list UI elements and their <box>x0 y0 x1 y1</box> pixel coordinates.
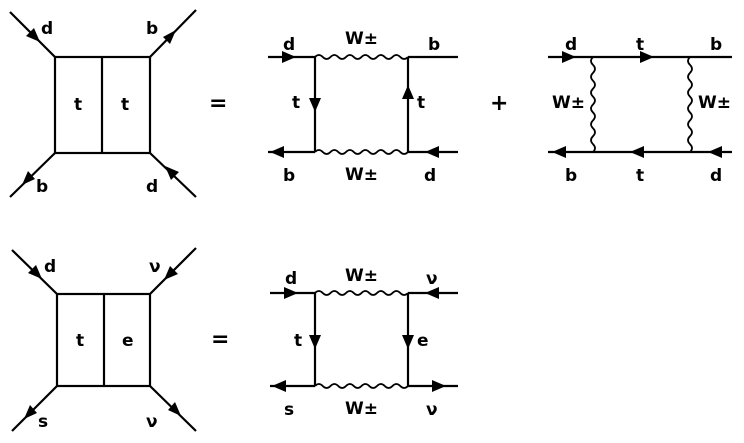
label-top-mid: t <box>636 35 644 55</box>
arrow-top-mid <box>640 51 654 63</box>
box-inner-label-2: e <box>122 331 134 351</box>
label-bottom-right: d <box>710 166 722 186</box>
equals-sign: = <box>209 91 227 116</box>
label-bottom-right: ν <box>146 412 158 432</box>
box-inner-label-1: t <box>76 331 84 351</box>
plus-sign: + <box>490 91 508 116</box>
label-top-boson: W± <box>345 266 378 286</box>
arrow-bottom-mid <box>630 146 644 158</box>
arrow-top-right <box>164 266 178 280</box>
label-left-line: t <box>294 331 302 351</box>
arrow-bottom-left <box>270 146 284 158</box>
label-bottom-boson: W± <box>345 399 378 419</box>
box-inner-label-2: t <box>121 95 129 115</box>
label-bottom-mid: t <box>636 166 644 186</box>
label-top-left: d <box>565 35 577 55</box>
arrow-top-left <box>562 51 576 63</box>
w-boson-bottom <box>314 149 409 155</box>
label-right-boson: W± <box>698 93 731 113</box>
arrow-bottom-left <box>552 146 566 158</box>
label-top-right: b <box>146 19 158 39</box>
label-left-line: t <box>292 93 300 113</box>
w-boson-bottom <box>314 383 409 389</box>
arrow-top-right <box>163 30 176 44</box>
label-left-boson: W± <box>552 93 585 113</box>
box-inner-label-1: t <box>74 95 82 115</box>
feynman-diagram-row1-b: d t b b t d W± W± <box>548 35 732 186</box>
arrow-bottom-right <box>168 402 181 416</box>
w-boson-left <box>590 56 596 153</box>
label-bottom-right: d <box>146 177 158 197</box>
arrow-bottom-left <box>22 171 35 185</box>
box-diagram-row1: d b b d t t <box>9 9 197 198</box>
label-right-line: e <box>417 331 429 351</box>
arrow-top-left <box>28 265 42 279</box>
label-right-line: t <box>417 93 425 113</box>
label-top-left: d <box>285 269 297 289</box>
label-bottom-right: ν <box>426 400 438 420</box>
label-bottom-left: b <box>36 177 48 197</box>
arrow-top-left <box>282 51 296 63</box>
arrow-right-down <box>402 335 414 349</box>
label-bottom-left: s <box>284 400 294 420</box>
label-bottom-boson: W± <box>345 165 378 185</box>
arrow-bottom-right <box>432 380 446 392</box>
arrow-top-left <box>26 28 40 42</box>
label-top-boson: W± <box>345 29 378 49</box>
feynman-diagram-row2-a: d ν s ν W± W± t e <box>270 266 458 420</box>
arrow-bottom-right <box>165 166 179 180</box>
leg-bottom-left <box>11 385 58 432</box>
label-bottom-right: d <box>424 166 436 186</box>
w-boson-top <box>314 290 409 296</box>
box-diagram-row2: d ν s ν t e <box>11 247 197 432</box>
arrow-right-up <box>402 85 414 99</box>
label-bottom-left: b <box>283 166 295 186</box>
label-top-left: d <box>283 35 295 55</box>
w-boson-top <box>314 54 409 60</box>
label-top-right: b <box>428 35 440 55</box>
label-top-left: d <box>44 257 56 277</box>
w-boson-right <box>687 56 693 153</box>
arrow-bottom-left <box>24 405 37 419</box>
arrow-bottom-left <box>272 380 286 392</box>
arrow-bottom-right <box>708 146 722 158</box>
label-top-left: d <box>41 19 53 39</box>
arrow-bottom-right <box>425 146 439 158</box>
arrow-left-down <box>309 98 321 112</box>
label-top-right: b <box>710 35 722 55</box>
feynman-diagram-row1-a: d b b d W± W± t t <box>268 29 458 186</box>
label-top-right: ν <box>426 269 438 289</box>
arrow-top-right <box>425 287 439 299</box>
label-bottom-left: b <box>565 166 577 186</box>
arrow-top-left <box>284 287 298 299</box>
leg-bottom-left <box>9 152 56 198</box>
equals-sign: = <box>211 327 229 352</box>
label-bottom-left: s <box>38 412 48 432</box>
arrow-left-down <box>309 335 321 349</box>
label-top-right: ν <box>149 257 161 277</box>
